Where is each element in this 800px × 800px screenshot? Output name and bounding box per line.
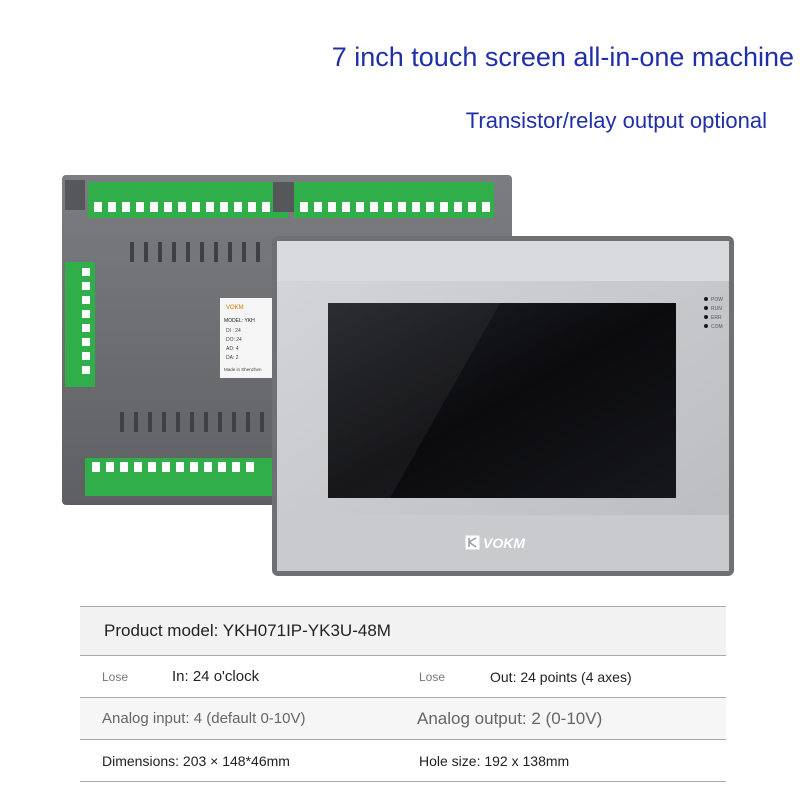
- product-image: VOKM MODEL: YKH DI : 24 DO: 24 AD: 4 DA:…: [62, 175, 734, 576]
- page-title: 7 inch touch screen all-in-one machine: [331, 42, 794, 72]
- svg-text:DO: 24: DO: 24: [226, 337, 242, 343]
- output-points: Out: 24 points (4 axes): [490, 668, 632, 685]
- svg-text:POW: POW: [711, 297, 723, 303]
- hole-size: Hole size: 192 x 138mm: [419, 752, 570, 769]
- analog-output: Analog output: 2 (0-10V): [417, 708, 603, 728]
- svg-text:RUN: RUN: [711, 306, 722, 312]
- terminal-block-top-left: [88, 182, 288, 218]
- touch-screen: [328, 303, 676, 498]
- svg-text:ERR: ERR: [711, 315, 722, 321]
- svg-text:AD: 4: AD: 4: [226, 346, 239, 352]
- svg-text:VOKM: VOKM: [226, 305, 244, 311]
- svg-text:MODEL: YKH: MODEL: YKH: [224, 318, 255, 324]
- input-points: In: 24 o'clock: [172, 668, 260, 685]
- spec-row-model: Product model: YKH071IP-YK3U-48M: [80, 607, 726, 656]
- lose-label-right: Lose: [419, 669, 446, 684]
- lose-label-left: Lose: [102, 669, 129, 684]
- terminal-block-bottom: [85, 458, 275, 496]
- terminal-block-side: [65, 262, 95, 387]
- analog-input: Analog input: 4 (default 0-10V): [102, 710, 306, 727]
- terminal-block-top-right: [294, 182, 494, 218]
- vokm-logo: VOKM: [465, 535, 525, 551]
- page-subtitle: Transistor/relay output optional: [465, 108, 767, 133]
- status-indicators: POW RUN ERR COM: [704, 297, 723, 330]
- spec-row-io: Lose In: 24 o'clock Lose Out: 24 points …: [80, 656, 726, 698]
- svg-text:DI : 24: DI : 24: [226, 328, 241, 334]
- product-model: Product model: YKH071IP-YK3U-48M: [104, 621, 391, 640]
- hmi-panel: POW RUN ERR COM VOKM: [272, 236, 734, 576]
- svg-text:COM: COM: [711, 324, 723, 330]
- svg-text:Made in Shenzhen: Made in Shenzhen: [224, 367, 262, 372]
- dimensions: Dimensions: 203 × 148*46mm: [102, 752, 290, 769]
- svg-text:VOKM: VOKM: [483, 535, 525, 551]
- spec-row-analog: Analog input: 4 (default 0-10V) Analog o…: [80, 698, 726, 740]
- spec-table: Product model: YKH071IP-YK3U-48M Lose In…: [80, 606, 726, 782]
- spec-row-size: Dimensions: 203 × 148*46mm Hole size: 19…: [80, 740, 726, 782]
- plc-label: VOKM MODEL: YKH DI : 24 DO: 24 AD: 4 DA:…: [220, 298, 280, 378]
- svg-text:DA: 2: DA: 2: [226, 355, 239, 361]
